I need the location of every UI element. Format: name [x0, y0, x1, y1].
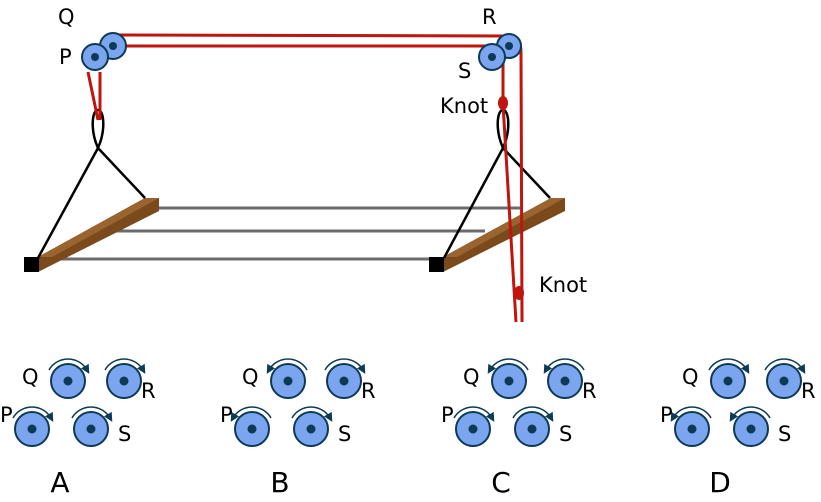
label-r: R: [801, 379, 816, 403]
clockwise-arrow-icon: [71, 406, 113, 422]
pulley-r: [543, 358, 585, 399]
clockwise-arrow-icon: [708, 358, 750, 374]
counterclockwise-arrow-icon: [266, 358, 308, 374]
clockwise-arrow-icon: [512, 406, 554, 422]
label-r: R: [582, 379, 597, 403]
option-letter: B: [270, 466, 289, 499]
option-letter: A: [50, 466, 69, 499]
counterclockwise-arrow-icon: [230, 406, 272, 422]
label-p: P: [660, 403, 673, 427]
pulley-q: [266, 358, 308, 399]
hanger-strings: [36, 108, 551, 259]
clockwise-arrow-icon: [12, 406, 54, 422]
option-d[interactable]: Q R P S D: [660, 358, 816, 499]
clockwise-arrow-icon: [104, 358, 146, 374]
ropes: [86, 33, 524, 323]
pulley-p: [230, 406, 272, 447]
counterclockwise-arrow-icon: [670, 406, 712, 422]
option-c[interactable]: Q R P S C: [441, 358, 597, 499]
counterclockwise-arrow-icon: [487, 358, 529, 374]
option-letter: D: [709, 466, 731, 499]
label-p: P: [0, 403, 13, 427]
pulley-s: [729, 406, 771, 447]
pulley-p: [670, 406, 712, 447]
clockwise-arrow-icon: [453, 406, 495, 422]
pulley-p: [453, 406, 495, 447]
right-wooden-bar: [429, 198, 565, 272]
left-wooden-bar: [24, 198, 159, 272]
pulley-s: [478, 43, 506, 71]
pulley-s: [71, 406, 113, 447]
counterclockwise-arrow-icon: [729, 406, 771, 422]
upper-knot-label: Knot: [440, 94, 488, 118]
lower-knot: [514, 286, 524, 300]
label-p: P: [59, 45, 72, 69]
label-p: P: [220, 403, 233, 427]
label-s: S: [559, 422, 572, 446]
pulley-p: [81, 43, 109, 71]
pulley-s: [512, 406, 554, 447]
label-q: Q: [58, 5, 75, 29]
pulley-q: [708, 358, 750, 399]
lower-knot-label: Knot: [539, 273, 587, 297]
pulley-p: [12, 406, 54, 447]
clockwise-arrow-icon: [48, 358, 90, 374]
label-p: P: [441, 403, 454, 427]
upper-knot: [498, 96, 508, 110]
label-q: Q: [242, 365, 259, 389]
label-s: S: [338, 422, 351, 446]
label-q: Q: [682, 365, 699, 389]
pulley-s: [291, 406, 333, 447]
option-letter: C: [491, 466, 511, 499]
label-s: S: [118, 422, 131, 446]
label-q: Q: [463, 365, 480, 389]
pulley-q: [487, 358, 529, 399]
label-q: Q: [22, 365, 39, 389]
clockwise-arrow-icon: [291, 406, 333, 422]
option-b[interactable]: Q R P S B: [220, 358, 376, 499]
label-r: R: [361, 379, 376, 403]
pulley-r: [104, 358, 146, 399]
pulley-q: [48, 358, 90, 399]
clockwise-arrow-icon: [764, 358, 806, 374]
answer-options: Q R P S A Q R P S B Q R P S C Q R P S D: [0, 358, 816, 499]
label-s: S: [458, 59, 471, 83]
option-a[interactable]: Q R P S A: [0, 358, 156, 499]
pulley-r: [764, 358, 806, 399]
pulley-r: [324, 358, 366, 399]
label-r: R: [141, 379, 156, 403]
counterclockwise-arrow-icon: [543, 358, 585, 374]
rods: [48, 206, 520, 261]
label-s: S: [778, 422, 791, 446]
clockwise-arrow-icon: [324, 358, 366, 374]
label-r: R: [482, 5, 497, 29]
